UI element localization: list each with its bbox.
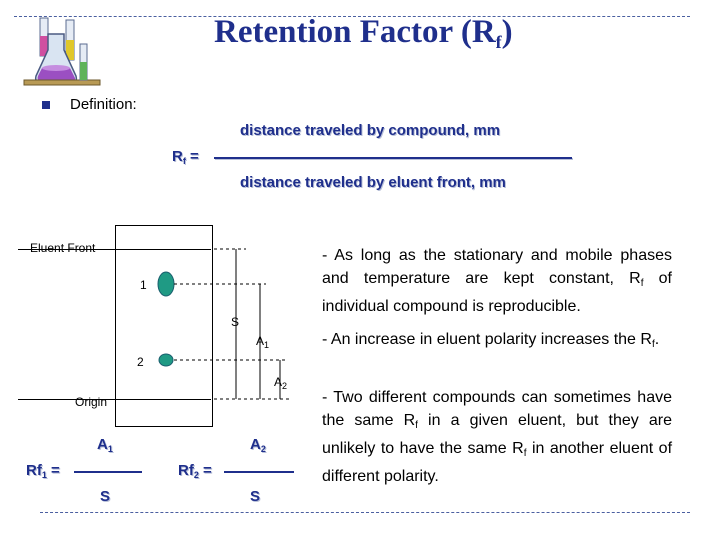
formula-lhs: Rf = [172, 148, 199, 166]
bullet-square-icon [42, 101, 50, 109]
compound-spot-2 [158, 353, 174, 367]
tlc-plate [115, 225, 213, 427]
top-dashed-rule [14, 16, 690, 17]
rf1-lhs: Rf1 = [26, 462, 60, 480]
a1-distance-label: A1 [256, 334, 270, 350]
compound-spot-1 [157, 271, 175, 297]
note-eluent-polarity: - An increase in eluent polarity increas… [322, 331, 660, 350]
eluent-front-line [18, 249, 211, 250]
origin-line [18, 399, 211, 400]
bottom-dashed-rule [40, 512, 690, 513]
formula-denominator: distance traveled by eluent front, mm [240, 174, 506, 191]
formula-fraction-bar [214, 157, 572, 159]
rf2-numerator: A2 [250, 436, 266, 454]
rf1-denominator: S [100, 488, 111, 505]
a2-distance-label: A2 [274, 375, 288, 391]
rf2-denominator: S [250, 488, 261, 505]
lab-glassware-icon [23, 17, 101, 86]
note-reproducibility: - As long as the stationary and mobile p… [322, 247, 672, 315]
origin-label: Origin [75, 395, 108, 409]
spot-1-label: 1 [140, 278, 147, 292]
rf1-fraction-bar [74, 471, 142, 473]
definition-label: Definition: [70, 96, 137, 113]
eluent-front-label: Eluent Front [30, 241, 96, 255]
slide-title: Retention Factor (Rf) [214, 14, 513, 52]
rf1-numerator: A1 [97, 436, 113, 454]
formula-numerator: distance traveled by compound, mm [240, 122, 501, 139]
tlc-measurement-marks [157, 248, 290, 400]
rf2-lhs: Rf2 = [178, 462, 212, 480]
s-distance-label: S [231, 315, 240, 329]
spot-2-label: 2 [137, 355, 144, 369]
note-same-rf: - Two different compounds can sometimes … [322, 389, 673, 485]
rf2-fraction-bar [224, 471, 294, 473]
